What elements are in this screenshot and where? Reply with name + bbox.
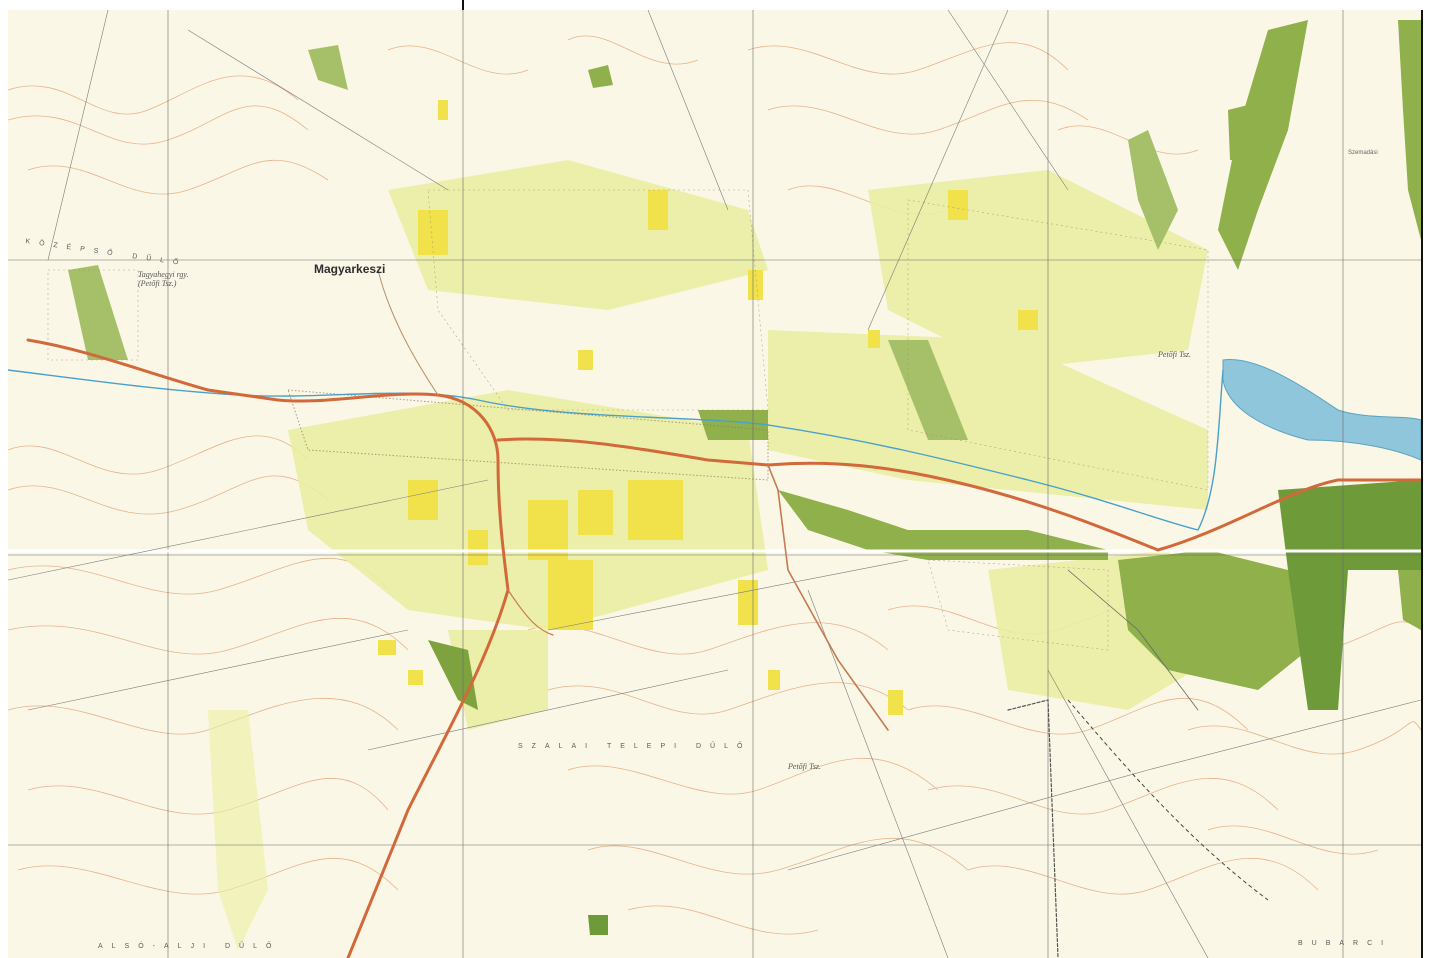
- region-label-also-alji: ALSÓ-ALJI DŰLŐ: [98, 943, 281, 950]
- cart-track: [1067, 699, 1269, 901]
- forest-areas: [68, 20, 1421, 935]
- frame-corner-tick: [462, 0, 464, 10]
- place-label-petofi-1: Petőfi Tsz.: [1158, 350, 1192, 359]
- region-label-bubarci: BUBARCI: [1298, 940, 1393, 947]
- contour-lines: [8, 35, 1421, 935]
- orchard-areas: [378, 100, 1038, 715]
- place-label-tagyahegy: Tagyahegyi rgy. (Petőfi Tsz.): [138, 270, 189, 288]
- topographic-map[interactable]: Magyarkeszi KÖZÉPSŐ DŰLŐ SZALAI TELEPI D…: [8, 10, 1423, 958]
- settlement-label: Magyarkeszi: [314, 262, 386, 276]
- place-label-szemadasi: Szemadási: [1348, 150, 1378, 156]
- field-boundaries: [8, 10, 1421, 958]
- lake: [1222, 359, 1421, 461]
- place-label-petofi-2: Petőfi Tsz.: [788, 762, 822, 771]
- roads: [26, 269, 1421, 958]
- map-canvas[interactable]: [8, 10, 1421, 958]
- map-grid: [8, 10, 1421, 958]
- region-label-szalai: SZALAI TELEPI DŰLŐ: [518, 743, 752, 750]
